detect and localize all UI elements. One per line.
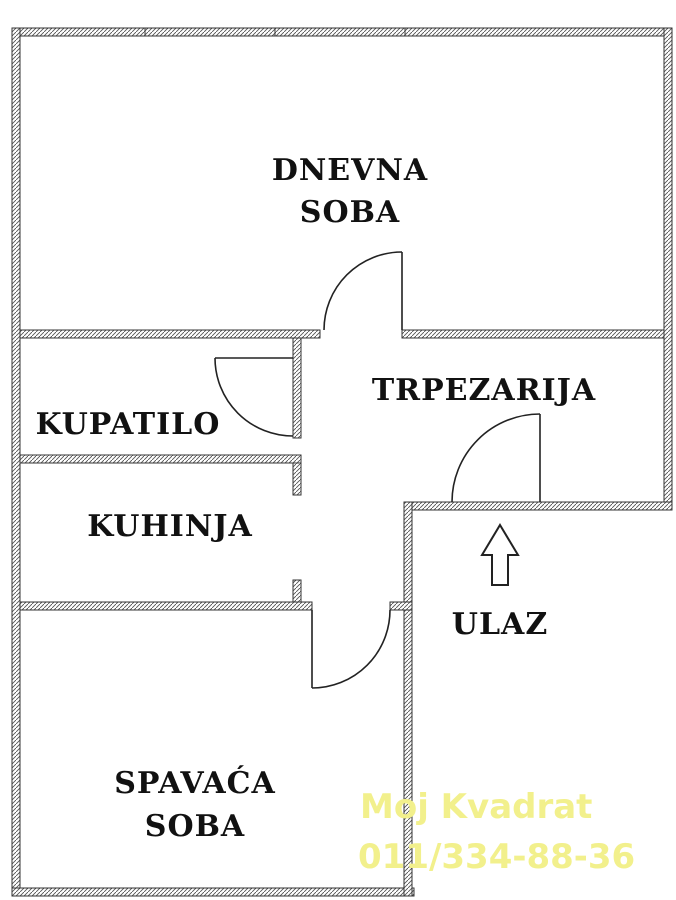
interior-walls [19, 329, 665, 611]
wall-bathroom-right [292, 337, 302, 439]
outer-walls [11, 27, 673, 897]
label-kupatilo: KUPATILO [36, 407, 221, 442]
wall-step-vertical [403, 501, 413, 897]
label-spavaca-line1: SPAVAĆA [114, 765, 276, 801]
wall-left [11, 27, 21, 897]
label-trpezarija: TRPEZARIJA [372, 373, 596, 408]
watermark-line2: 011/334-88-36 [358, 837, 635, 877]
watermark-line1: Moj Kvadrat [360, 787, 592, 827]
door-entry [451, 413, 541, 503]
wall-living-bottom-left [19, 329, 321, 339]
door-living-room [323, 251, 403, 331]
label-ulaz: ULAZ [452, 607, 548, 642]
entry-arrow-icon [480, 523, 520, 586]
wall-bathroom-bottom [19, 454, 302, 464]
wall-kitchen-stub [292, 579, 302, 603]
wall-bedroom-top-right [389, 601, 413, 611]
wall-step-horizontal [403, 501, 673, 511]
wall-bedroom-top [19, 601, 313, 611]
door-bedroom [311, 609, 391, 689]
wall-right [663, 27, 673, 511]
label-kuhinja: KUHINJA [87, 509, 252, 544]
wall-living-bottom-right [401, 329, 665, 339]
top-windows [144, 28, 406, 36]
door-bathroom [214, 357, 294, 437]
label-spavaca-line2: SOBA [145, 809, 245, 844]
label-dnevna-line2: SOBA [300, 195, 400, 230]
label-dnevna-line1: DNEVNA [272, 153, 428, 188]
wall-bottom [11, 887, 415, 897]
wall-top [11, 27, 673, 37]
doors [214, 251, 541, 689]
